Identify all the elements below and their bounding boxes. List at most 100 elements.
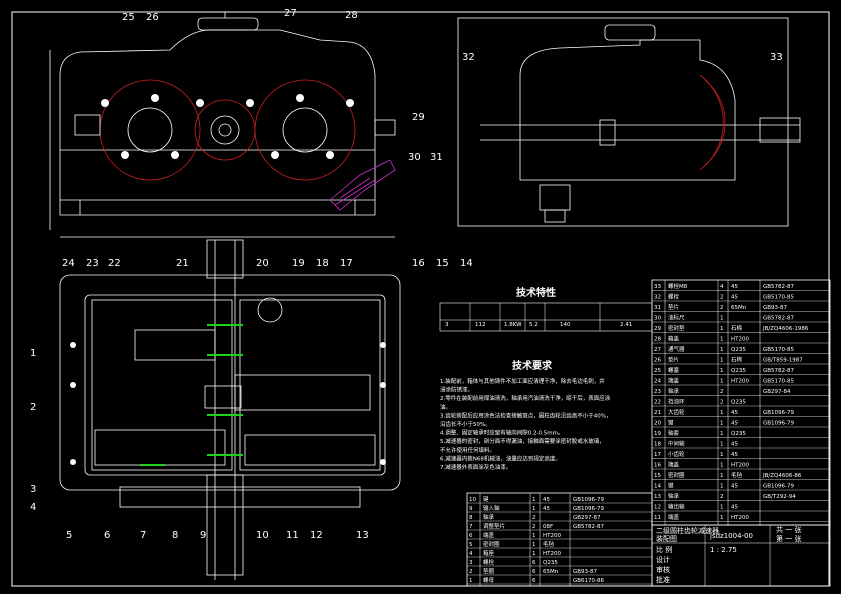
table-cell: 15 (654, 473, 661, 479)
callout-label: 33 (770, 52, 783, 63)
table-cell: 19 (654, 431, 661, 437)
tech-req-line: 不允许使用任何填料。 (440, 446, 495, 454)
table-cell: Q235 (543, 560, 558, 566)
table-cell: 30 (654, 316, 661, 322)
table-cell: 45 (731, 284, 738, 290)
table-cell: 16 (654, 463, 661, 469)
table-cell: 1 (720, 337, 724, 343)
table-cell: 键 (483, 495, 489, 503)
callout-label: 28 (345, 10, 358, 21)
table-cell: 调整垫片 (483, 522, 505, 530)
table-cell: GB5170-85 (763, 347, 795, 353)
table-cell: 1 (720, 347, 724, 353)
table-cell: GB/T292-94 (763, 494, 796, 500)
table-cell: GB/T859-1987 (763, 358, 803, 364)
table-cell: GB1096-79 (573, 506, 605, 512)
plan-view (59, 239, 401, 580)
tech-req-line: 3.齿轮装配后应用涂色法检查接触斑点，圆柱齿轮沿齿高不小于40%， (440, 411, 611, 419)
table-cell: 毛毡 (543, 540, 555, 548)
title-designer: 设计 (656, 555, 670, 564)
table-cell: 轴承 (483, 513, 495, 521)
table-cell: GB1096-79 (573, 497, 605, 503)
table-cell: HT200 (543, 551, 561, 557)
callout-label: 11 (286, 530, 299, 541)
table-cell: 箱盖 (668, 335, 680, 343)
table-cell: 大齿轮 (668, 408, 685, 416)
callout-label: 27 (284, 8, 297, 19)
table-cell: 螺栓M8 (668, 282, 688, 290)
table-cell: 45 (543, 506, 550, 512)
title-scale: 1 : 2.75 (710, 546, 737, 554)
table-cell: 8 (469, 515, 473, 521)
table-cell: GB5782-87 (763, 368, 795, 374)
table-cell: 1 (532, 551, 536, 557)
tech-req-line: 4.调整、固定轴承时应留有轴向间隙0.2-0.5mm。 (440, 429, 563, 437)
table-cell: GB5170-85 (763, 379, 795, 385)
table-cell: 1 (720, 452, 724, 458)
table-cell: Q235 (731, 368, 746, 374)
table-cell: 小齿轮 (668, 450, 685, 458)
table-cell: 螺栓 (483, 558, 495, 566)
table-cell: HT200 (543, 533, 561, 539)
table-cell: 密封圈 (668, 471, 685, 479)
table-cell: 65Mn (543, 569, 559, 575)
table-cell: 端盖 (668, 461, 680, 469)
table-cell: 1 (532, 506, 536, 512)
table-cell: 1 (720, 484, 724, 490)
table-cell: 14 (654, 484, 661, 490)
table-cell: 输入轴 (483, 504, 500, 512)
callout-label: 23 (86, 258, 99, 269)
table-cell: 1 (720, 379, 724, 385)
table-cell: Q235 (731, 431, 746, 437)
title-sheet-total: 共 一 张 (776, 525, 801, 534)
title-name-line1: 二级圆柱齿轮减速器 (656, 526, 719, 535)
table-cell: 65Mn (731, 305, 747, 311)
table-cell: 端盖 (668, 377, 680, 385)
tech-req-line: 浸涂防锈漆。 (440, 386, 473, 394)
table-cell: 6 (469, 533, 473, 539)
tech-req-line: 油。 (440, 403, 451, 411)
callout-label: 2 (30, 402, 36, 413)
table-cell: 4 (469, 551, 473, 557)
callout-label: 17 (340, 258, 353, 269)
table-cell: HT200 (731, 337, 749, 343)
table-cell: 端盖 (668, 513, 680, 521)
table-cell: 1 (720, 316, 724, 322)
title-approver: 批准 (656, 575, 670, 584)
table-cell: 2 (720, 305, 724, 311)
tech-char-block: 技术特性 3 112 1.8KW 5.2 140 2.41 (439, 286, 653, 332)
table-cell: 9 (469, 506, 473, 512)
table-cell: 45 (731, 452, 738, 458)
callout-label: 10 (256, 530, 269, 541)
tech-req-block: 技术要求 1.装配前，箱体与其他铸件不加工面应清理干净，除去毛边毛刺，并 浸涂防… (440, 359, 611, 471)
table-cell: 1 (720, 410, 724, 416)
table-cell: 11 (654, 515, 661, 521)
callout-label: 24 (62, 258, 75, 269)
table-cell: HT200 (731, 379, 749, 385)
table-cell: 螺塞 (668, 366, 680, 374)
table-cell: Q235 (731, 347, 746, 353)
table-cell: 毛毡 (731, 471, 743, 479)
table-cell: 10 (469, 497, 476, 503)
table-cell: JB/ZQ4606-1986 (762, 326, 809, 332)
table-cell: 33 (654, 284, 661, 290)
table-cell: 1 (720, 463, 724, 469)
table-cell: 2 (532, 515, 536, 521)
table-cell: 中间轴 (668, 440, 685, 448)
table-cell: 键 (668, 419, 674, 427)
table-cell: 13 (654, 494, 661, 500)
table-cell: GB5170-85 (763, 295, 795, 301)
table-cell: 25 (654, 368, 661, 374)
tech-char-cell: 1.8KW (504, 322, 522, 328)
title-scale-label: 比 例 (656, 545, 672, 554)
callout-label: 30 (408, 152, 421, 163)
table-cell: Q235 (731, 400, 746, 406)
callout-label: 21 (176, 258, 189, 269)
tech-char-title: 技术特性 (516, 286, 556, 299)
table-cell: 45 (731, 442, 738, 448)
